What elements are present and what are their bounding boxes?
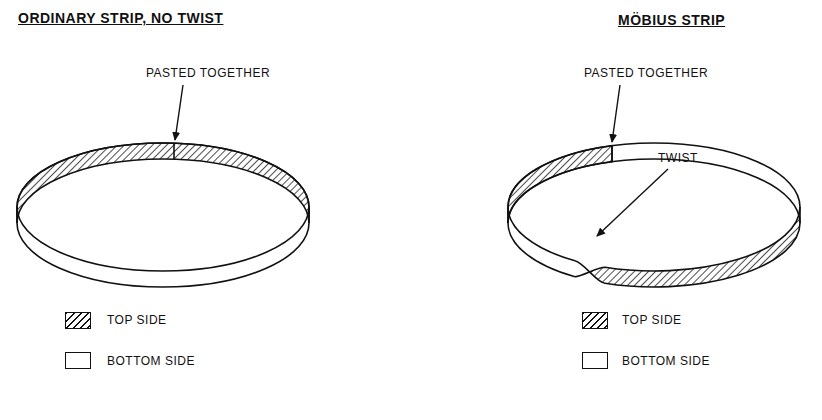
legend-swatch [65, 352, 91, 369]
callout-label: PASTED TOGETHER [584, 66, 708, 80]
callout-label: PASTED TOGETHER [146, 66, 270, 80]
legend-text: BOTTOM SIDE [622, 354, 710, 368]
legend-text: TOP SIDE [107, 313, 167, 327]
legend-swatch [582, 352, 608, 369]
panel-heading: ORDINARY STRIP, NO TWIST [18, 10, 223, 27]
leader-arrows [175, 85, 668, 236]
legend-text: BOTTOM SIDE [107, 354, 195, 368]
callout-label: TWIST [658, 151, 698, 165]
moebius-strip [508, 143, 800, 287]
panel-heading: MÖBIUS STRIP [618, 12, 725, 29]
legend-swatch [65, 312, 91, 329]
ordinary-strip [17, 143, 309, 287]
legend-swatch [582, 312, 608, 329]
legend-text: TOP SIDE [622, 313, 682, 327]
